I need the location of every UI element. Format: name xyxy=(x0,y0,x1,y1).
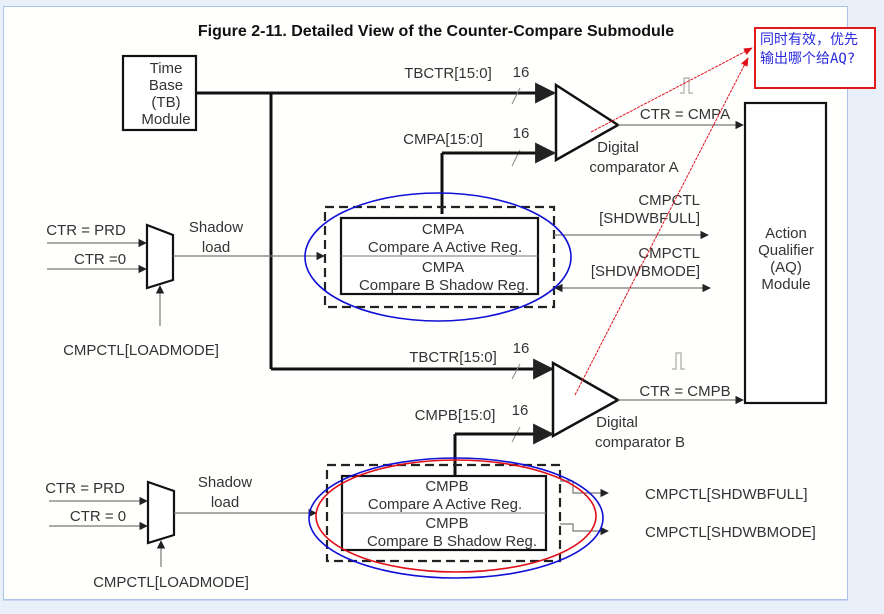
register-b-active-name: CMPB xyxy=(425,478,468,495)
comparator-b-label-1: Digital xyxy=(596,414,638,431)
register-a-shadow-name: CMPA xyxy=(422,259,464,276)
pulse-icon xyxy=(680,77,693,94)
mux-b-output-label-2: load xyxy=(211,494,239,511)
register-a-mode-flag-2: [SHDWBMODE] xyxy=(591,263,700,280)
comparator-b-tbctr-label: TBCTR[15:0] xyxy=(409,349,497,366)
aq-line-1: Action xyxy=(765,225,807,242)
figure-title: Figure 2-11. Detailed View of the Counte… xyxy=(198,23,674,40)
pulse-icon xyxy=(672,352,685,370)
highlight-ellipse-a xyxy=(304,192,572,322)
annotation-note: 同时有效，优先输出哪个给AQ? xyxy=(754,27,876,89)
mux-b-control-label: CMPCTL[LOADMODE] xyxy=(93,574,249,591)
time-base-module: Time Base (TB) Module xyxy=(121,54,198,132)
comparator-a-tbctr-label: TBCTR[15:0] xyxy=(404,65,492,82)
compare-register-a: CMPA Compare A Active Reg. CMPA Compare … xyxy=(323,192,711,309)
register-b-full-flag: CMPCTL[SHDWBFULL] xyxy=(645,486,808,503)
comparator-b-label-2: comparator B xyxy=(595,434,685,451)
comparator-b-width-1: 16 xyxy=(513,340,530,357)
highlight-ellipse-b-outer xyxy=(308,457,604,579)
time-base-line-3: (TB) xyxy=(151,94,180,111)
comparator-a-cmpa-label: CMPA[15:0] xyxy=(403,131,483,148)
comparator-b-cmpb-label: CMPB[15:0] xyxy=(415,407,496,424)
time-base-line-2: Base xyxy=(149,77,183,94)
mux-b-input-1-label: CTR = PRD xyxy=(45,480,125,497)
comparator-a-output-label: CTR = CMPA xyxy=(640,106,730,123)
comparator-b-output-label: CTR = CMPB xyxy=(639,383,730,400)
time-base-line-4: Module xyxy=(141,111,190,128)
register-b-shadow-desc: Compare B Shadow Reg. xyxy=(367,533,537,550)
mux-b-output-label-1: Shadow xyxy=(198,474,252,491)
action-qualifier-module: Action Qualifier (AQ) Module xyxy=(743,101,828,405)
register-a-active-desc: Compare A Active Reg. xyxy=(368,239,522,256)
aq-line-4: Module xyxy=(761,276,810,293)
mux-a-input-2-label: CTR =0 xyxy=(74,251,126,268)
annotation-arrow-b xyxy=(574,57,749,396)
shadow-load-mux-a: CTR = PRD CTR =0 CMPCTL[LOADMODE] Shadow… xyxy=(46,219,325,359)
register-a-full-flag-1: CMPCTL xyxy=(638,192,700,209)
register-a-active-name: CMPA xyxy=(422,221,464,238)
register-a-mode-flag-1: CMPCTL xyxy=(638,245,700,262)
shadow-load-mux-b: CTR = PRD CTR = 0 CMPCTL[LOADMODE] Shado… xyxy=(45,474,317,591)
mux-a-control-label: CMPCTL[LOADMODE] xyxy=(63,342,219,359)
comparator-a-label-1: Digital xyxy=(597,139,639,156)
comparator-a-width-2: 16 xyxy=(513,125,530,142)
digital-comparator-b: TBCTR[15:0] 16 CMPB[15:0] 16 CTR = CMPB … xyxy=(409,340,744,478)
aq-line-3: (AQ) xyxy=(770,259,802,276)
digital-comparator-a: TBCTR[15:0] 16 CMPA[15:0] 16 CTR = CMPA … xyxy=(403,64,744,214)
tbctr-bus xyxy=(196,82,557,380)
aq-line-2: Qualifier xyxy=(758,242,814,259)
comparator-a-width-1: 16 xyxy=(513,64,530,81)
register-b-mode-flag: CMPCTL[SHDWBMODE] xyxy=(645,524,816,541)
mux-b-input-2-label: CTR = 0 xyxy=(70,508,126,525)
register-a-shadow-desc: Compare B Shadow Reg. xyxy=(359,277,529,294)
mux-a-input-1-label: CTR = PRD xyxy=(46,222,126,239)
annotation-arrow-a xyxy=(590,47,753,133)
comparator-b-width-2: 16 xyxy=(512,402,529,419)
comparator-a-label-2: comparator A xyxy=(589,159,678,176)
register-b-shadow-name: CMPB xyxy=(425,515,468,532)
mux-a-output-label-1: Shadow xyxy=(189,219,243,236)
time-base-line-1: Time xyxy=(150,60,183,77)
mux-a-output-label-2: load xyxy=(202,239,230,256)
register-a-full-flag-2: [SHDWBFULL] xyxy=(599,210,700,227)
register-b-active-desc: Compare A Active Reg. xyxy=(368,496,522,513)
highlight-ellipse-b-inner xyxy=(315,459,597,573)
compare-register-b: CMPB Compare A Active Reg. CMPB Compare … xyxy=(325,463,816,563)
